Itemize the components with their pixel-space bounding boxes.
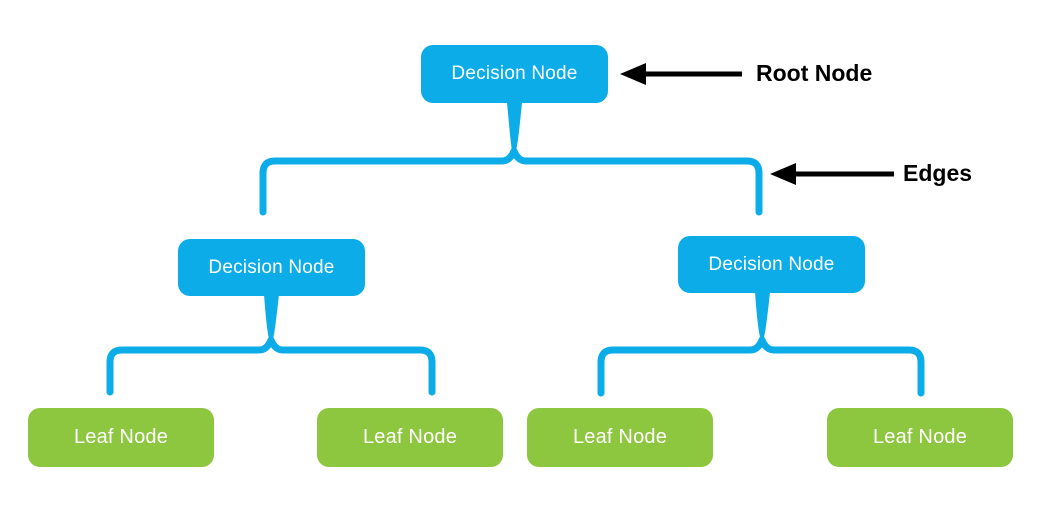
right-decision-node-label: Decision Node (708, 253, 835, 275)
top-bracket-connector (259, 147, 763, 216)
left-decision-node-label: Decision Node (208, 256, 335, 278)
left-decision-node: Decision Node (178, 239, 365, 296)
root-decision-node-label: Decision Node (451, 63, 578, 84)
right-bracket-connector (597, 336, 925, 397)
leaf-node-3: Leaf Node (527, 408, 713, 467)
right-decision-node: Decision Node (678, 236, 865, 293)
leaf-node-1-label: Leaf Node (73, 426, 169, 448)
leaf-node-2-label: Leaf Node (362, 426, 458, 448)
root-decision-node: Decision Node (421, 45, 608, 103)
right-decision-stem-edge (755, 292, 770, 344)
root-stem-edge (507, 103, 522, 158)
leaf-node-4-label: Leaf Node (872, 426, 968, 448)
edges-arrow-head (770, 163, 796, 185)
leaf-node-3-label: Leaf Node (572, 426, 668, 448)
root-node-annotation-label: Root Node (756, 60, 873, 86)
leaf-node-1: Leaf Node (28, 408, 214, 467)
root-node-arrow-head (620, 63, 646, 85)
leaf-node-2: Leaf Node (317, 408, 503, 467)
edges-annotation-label: Edges (903, 160, 973, 186)
left-bracket-connector (106, 336, 436, 396)
leaf-node-4: Leaf Node (827, 408, 1013, 467)
left-decision-stem-edge (264, 294, 279, 346)
